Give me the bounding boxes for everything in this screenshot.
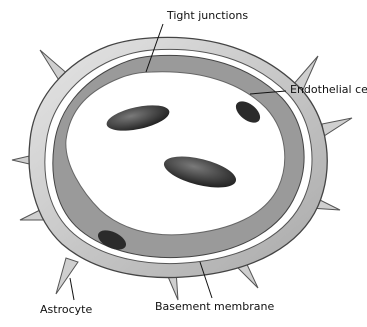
label-endothelial-cell: Endothelial cell [290,84,367,95]
label-astrocyte: Astrocyte [40,304,92,315]
astrocyte-leader [70,278,74,300]
label-tight-junctions: Tight junctions [167,10,248,21]
label-basement-membrane: Basement membrane [155,301,274,312]
